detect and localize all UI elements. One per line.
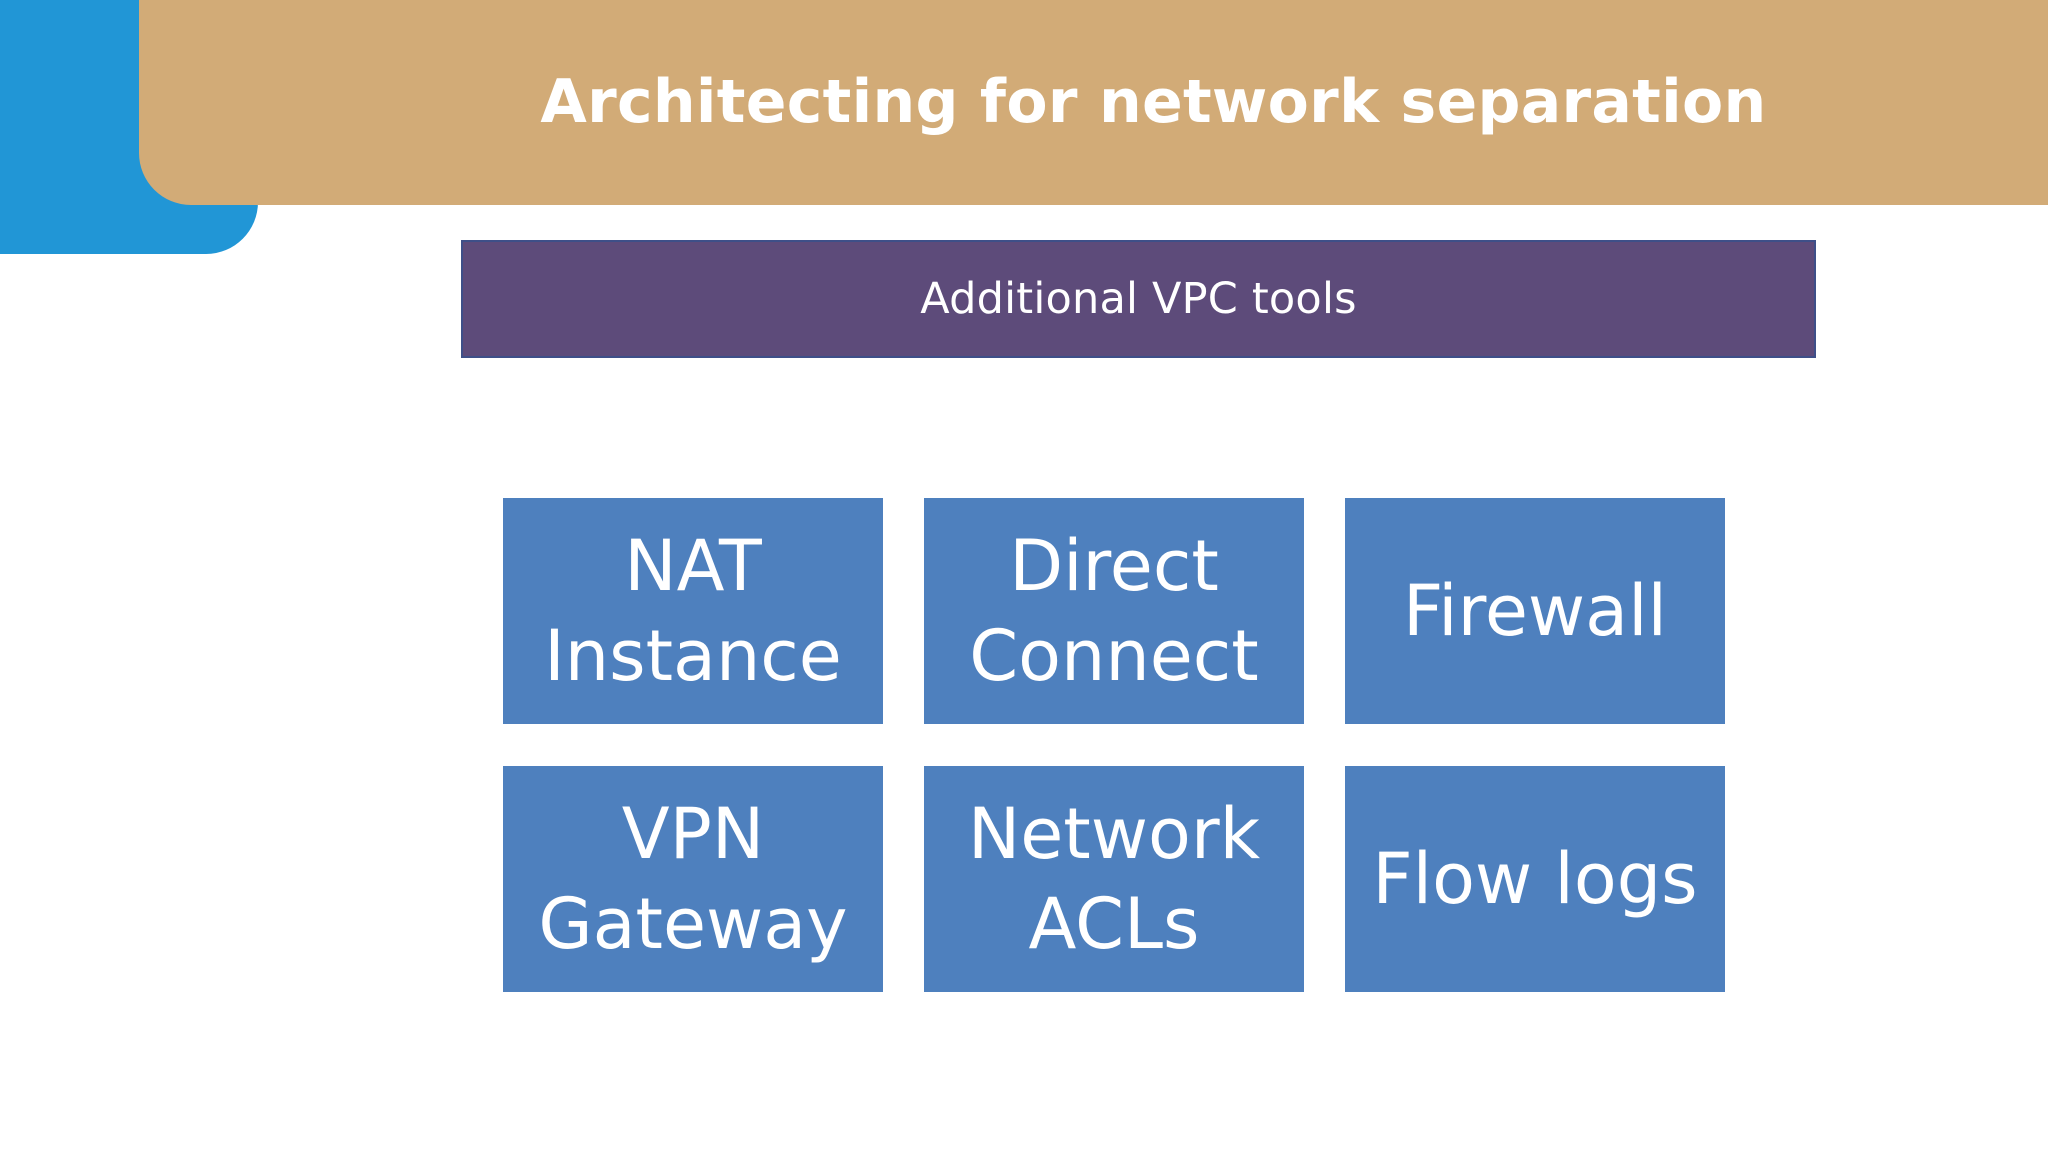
tile-vpn-gateway: VPN Gateway — [503, 766, 883, 992]
title-band: Architecting for network separation — [139, 0, 2048, 205]
tile-label-line1: Firewall — [1403, 570, 1667, 652]
tile-network-acls: Network ACLs — [924, 766, 1304, 992]
tile-label-line2: Instance — [544, 615, 842, 697]
tile-firewall: Firewall — [1345, 498, 1725, 724]
tile-label-line1: Flow logs — [1372, 838, 1698, 920]
tools-grid: NAT Instance Direct Connect Firewall VPN… — [503, 498, 1725, 992]
tile-flow-logs: Flow logs — [1345, 766, 1725, 992]
slide-title: Architecting for network separation — [540, 66, 1767, 137]
tile-label-line1: Network — [967, 793, 1261, 875]
tile-label-line2: Connect — [969, 615, 1259, 697]
subtitle-text: Additional VPC tools — [920, 274, 1357, 324]
tile-label-line2: Gateway — [538, 883, 848, 965]
tile-label-line1: VPN — [621, 793, 765, 875]
tile-nat-instance: NAT Instance — [503, 498, 883, 724]
tile-label-line1: Direct — [1009, 525, 1219, 607]
tile-label-line2: ACLs — [1028, 883, 1200, 965]
subtitle-bar: Additional VPC tools — [461, 240, 1816, 358]
tile-direct-connect: Direct Connect — [924, 498, 1304, 724]
tile-label-line1: NAT — [624, 525, 762, 607]
